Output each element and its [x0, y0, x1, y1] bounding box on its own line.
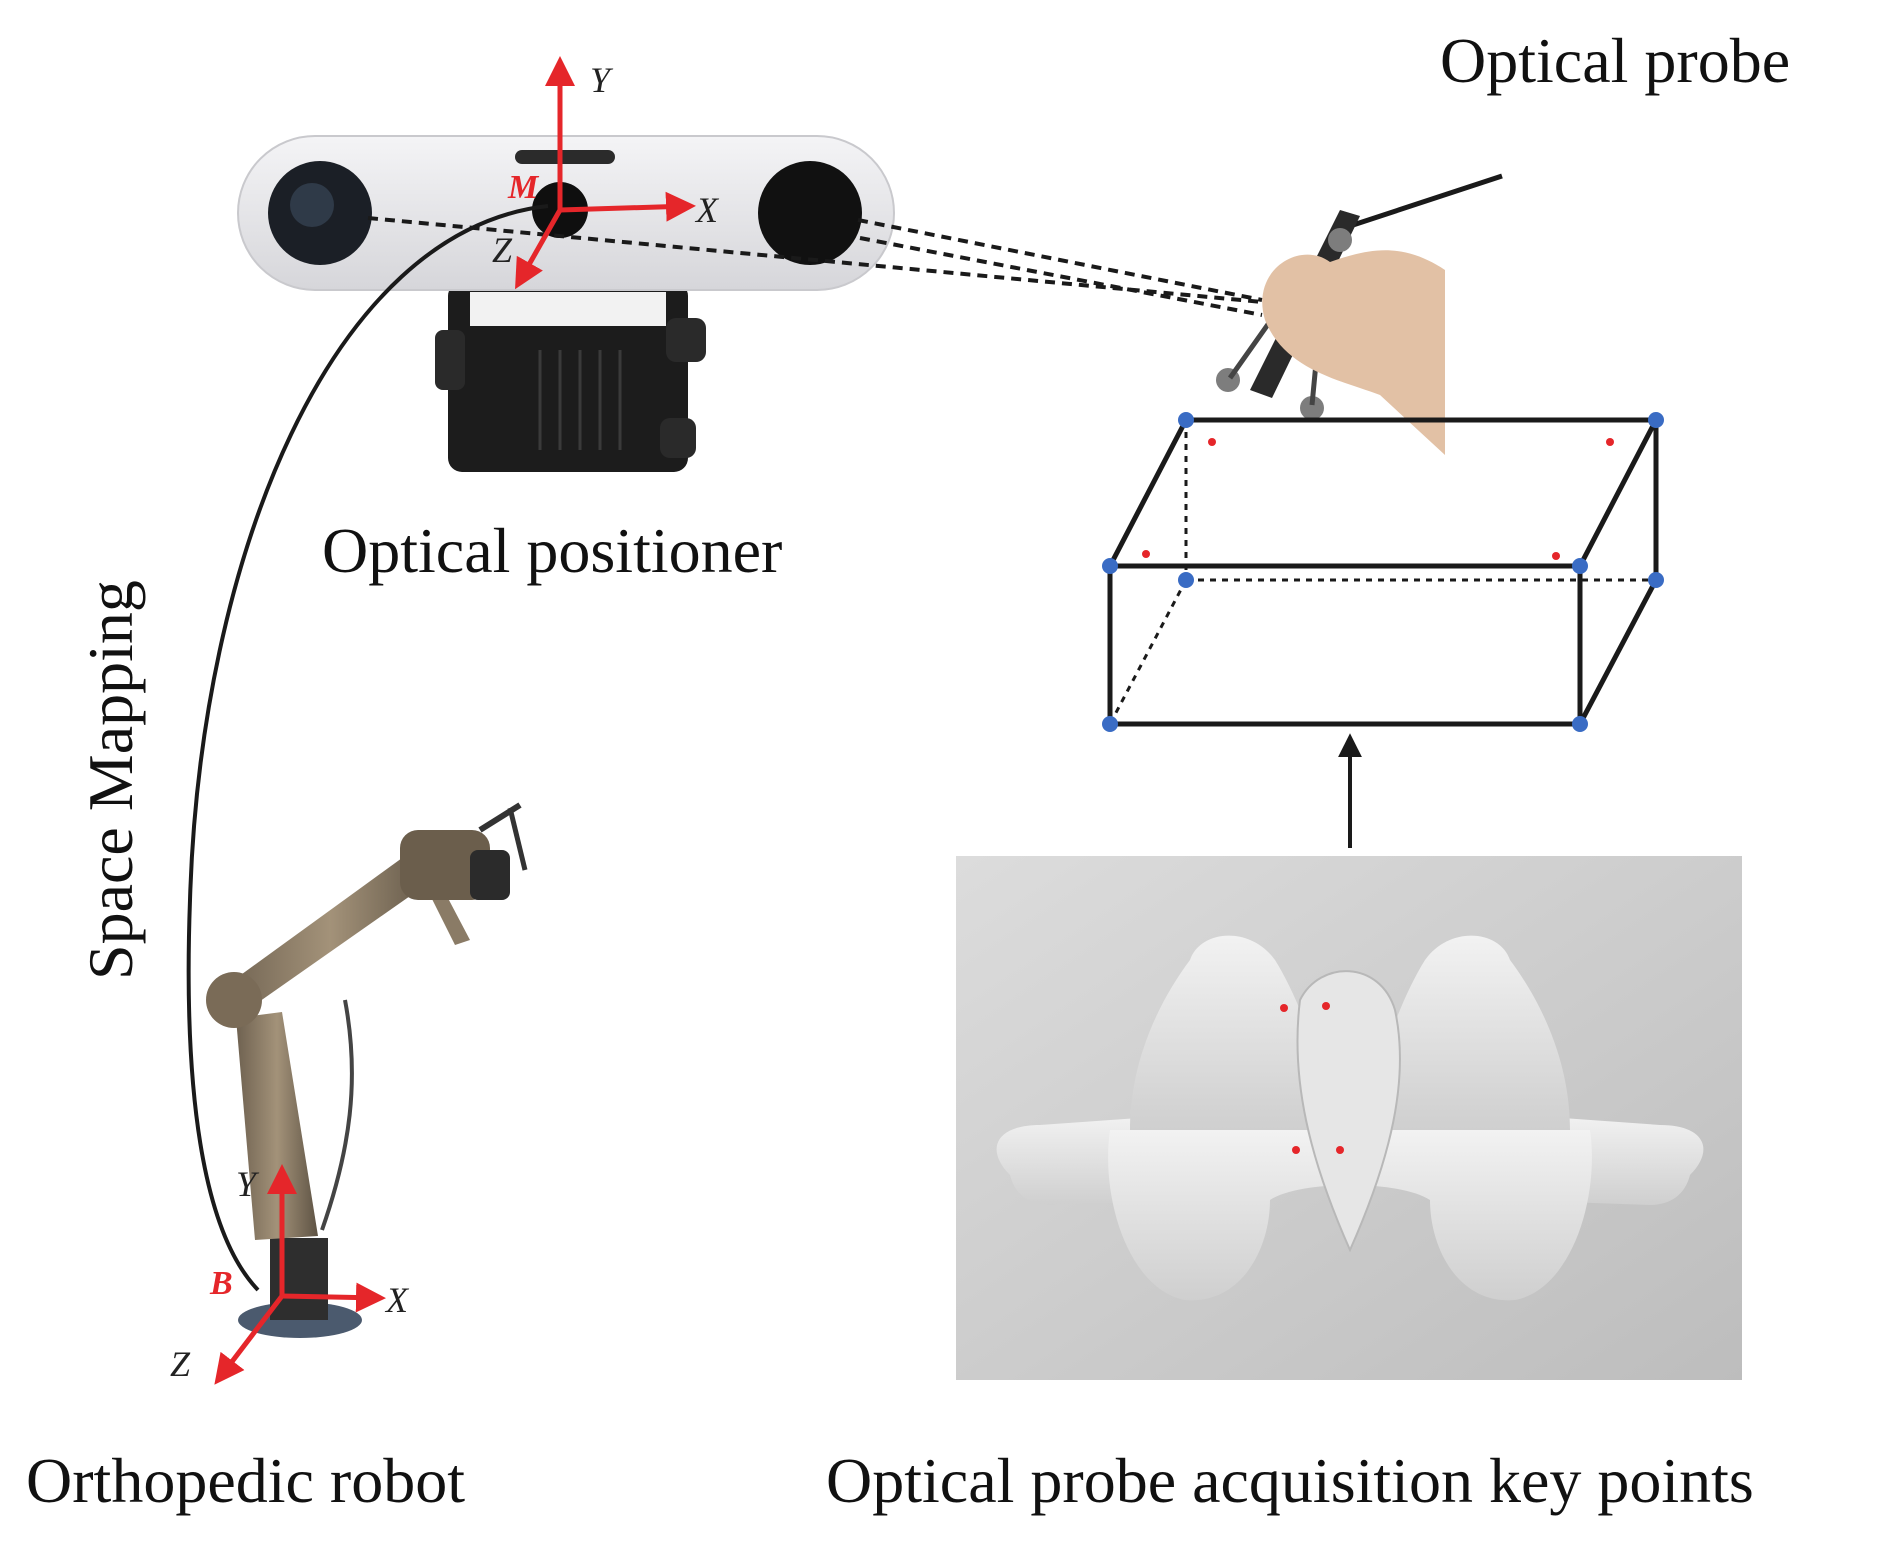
robot-z-label: Z [170, 1344, 191, 1384]
robot-coordinate-frame: B Y X Z [170, 1164, 410, 1385]
orthopedic-robot-label: Orthopedic robot [26, 1445, 465, 1516]
sight-lines [367, 216, 1263, 317]
robot-x-label: X [384, 1280, 410, 1320]
space-mapping-curve [186, 204, 549, 1292]
positioner-x-label: X [694, 190, 720, 230]
positioner-y-label: Y [590, 60, 614, 100]
optical-probe-in-hand [1216, 173, 1503, 455]
space-mapping-label: Space Mapping [75, 580, 146, 980]
positioner-origin-label: M [507, 169, 540, 206]
positioner-coordinate-frame: M Y X Z [492, 56, 720, 290]
box-key-points [1142, 438, 1614, 560]
box-corner-points [1102, 412, 1664, 732]
key-point-box [1107, 417, 1659, 727]
robot-y-label: Y [236, 1164, 260, 1204]
robot-origin-label: B [209, 1265, 233, 1302]
positioner-z-label: Z [492, 230, 513, 270]
orthopedic-robot-arm [206, 802, 528, 1338]
optical-probe-label: Optical probe [1440, 25, 1790, 96]
optical-positioner-label: Optical positioner [322, 515, 782, 586]
acquisition-label: Optical probe acquisition key points [826, 1445, 1754, 1516]
optical-positioner-device [237, 135, 895, 472]
vertebra-photo [956, 856, 1742, 1380]
